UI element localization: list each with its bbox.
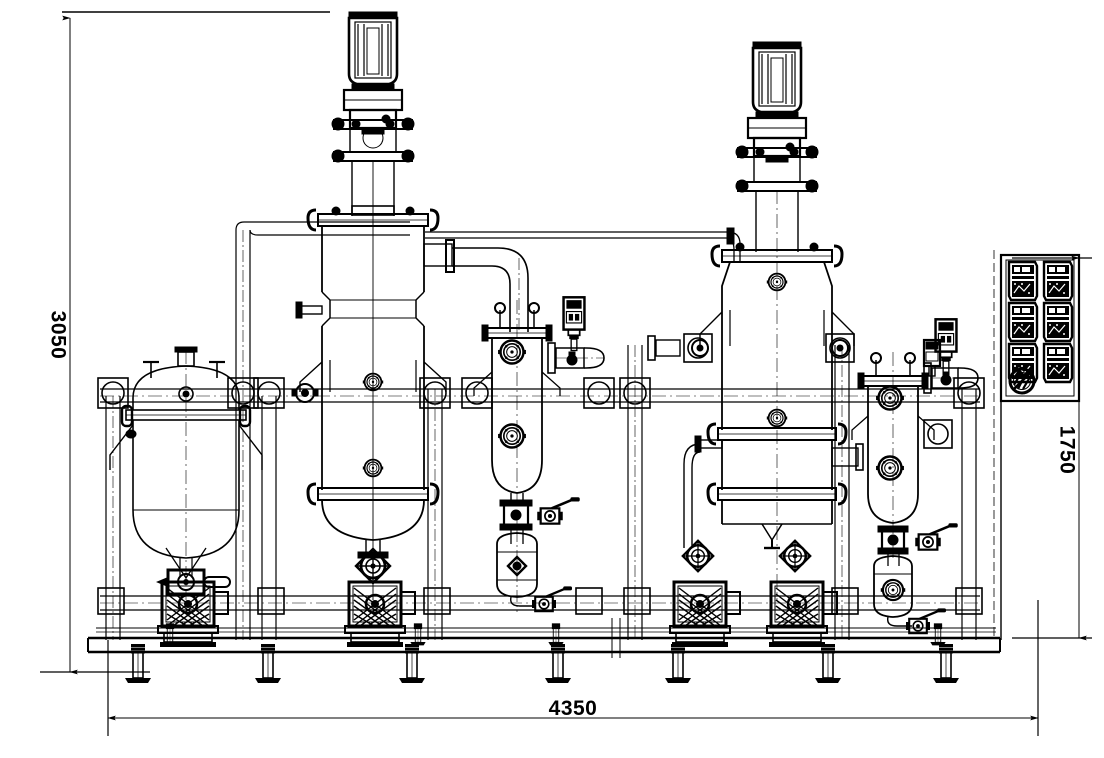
reactor-2-sightglass-upper [765, 272, 789, 292]
pipe-joint [619, 377, 651, 409]
panel-gauge[interactable] [1007, 260, 1039, 302]
tank-1-supports [109, 424, 263, 470]
filter-2-sightglass [879, 578, 907, 602]
panel-gauges[interactable] [1007, 260, 1074, 384]
panel-gauge[interactable] [1007, 301, 1039, 343]
motor-1 [342, 11, 404, 135]
panel-gauge[interactable] [1042, 301, 1074, 343]
pipe-joint [423, 587, 451, 615]
dimension-frame-height: 1750 [1056, 426, 1079, 475]
levelling-feet [124, 643, 960, 684]
header-fittings [291, 335, 849, 403]
reactor-1-sightglass-lower [361, 458, 385, 478]
tank-1 [120, 346, 252, 600]
pipe-joint [583, 377, 615, 409]
reactor-1-shaft [331, 117, 415, 216]
pipe-joint [623, 587, 651, 615]
overhead-piping [425, 227, 741, 332]
instrument-2 [934, 318, 958, 374]
condenser-1 [473, 300, 561, 530]
filter-2-inlet-valve [913, 522, 960, 551]
pipe-joint [461, 377, 493, 409]
pipe-joint [257, 587, 285, 615]
levelling-foot [254, 643, 282, 684]
base-frame [87, 627, 1001, 654]
reactor-2-outlet-valve-a [681, 539, 715, 573]
pipe-joint [575, 587, 603, 615]
reactor-2-downcomer [683, 443, 701, 548]
condenser-1-sightglass-lower [496, 423, 528, 449]
pipe-risers [105, 221, 977, 640]
pipe-headers [100, 388, 980, 611]
pipe-riser [627, 345, 643, 640]
pipe-riser [261, 396, 277, 640]
pipe-riser [105, 396, 121, 640]
dimension-overall-height: 3050 [47, 311, 70, 360]
levelling-foot [664, 643, 692, 684]
levelling-foot [544, 643, 572, 684]
levelling-foot [814, 643, 842, 684]
pipe-joint [97, 587, 125, 615]
pipe-riser [961, 389, 977, 640]
condenser-2-sightglass-lower [874, 455, 906, 481]
instrument-panel[interactable] [993, 250, 1081, 640]
pipe-joint [923, 419, 953, 449]
reactor-1-sightglass-upper [361, 372, 385, 392]
filter-2 [873, 525, 913, 627]
condenser-1-sightglass-upper [496, 339, 528, 365]
filter-1-drain-valve [530, 585, 574, 613]
rotary-selector-switch[interactable] [1008, 367, 1036, 395]
reactor-2-outlet-valve-b [778, 539, 812, 573]
filter-1 [496, 499, 538, 612]
reactor-2-shaft [735, 145, 819, 252]
levelling-foot [398, 643, 426, 684]
pipe-riser [427, 389, 443, 640]
filter-2-drain-valve [904, 607, 948, 635]
pipe-joint [97, 377, 129, 409]
pipe-joint [253, 377, 285, 409]
motor-2 [746, 41, 808, 163]
pipe-joint [825, 333, 855, 363]
levelling-foot [124, 643, 152, 684]
condenser-2-sightglass-upper [874, 385, 906, 411]
panel-gauge[interactable] [1042, 342, 1074, 384]
pipe-riser [235, 221, 410, 640]
pipe-joints [97, 333, 985, 615]
pipe-joint [955, 587, 983, 615]
aux-valve-1 [922, 338, 942, 377]
reactor-2 [694, 190, 864, 600]
receiver-1 [547, 342, 605, 374]
reactor-2-sightglass-lower [765, 408, 789, 428]
panel-gauge[interactable] [1042, 260, 1074, 302]
dimension-overall-length: 4350 [549, 697, 598, 720]
levelling-foot [932, 643, 960, 684]
instrument-1 [562, 296, 586, 352]
pipe-joint [831, 587, 859, 615]
filter-1-inlet-valve [535, 496, 582, 525]
